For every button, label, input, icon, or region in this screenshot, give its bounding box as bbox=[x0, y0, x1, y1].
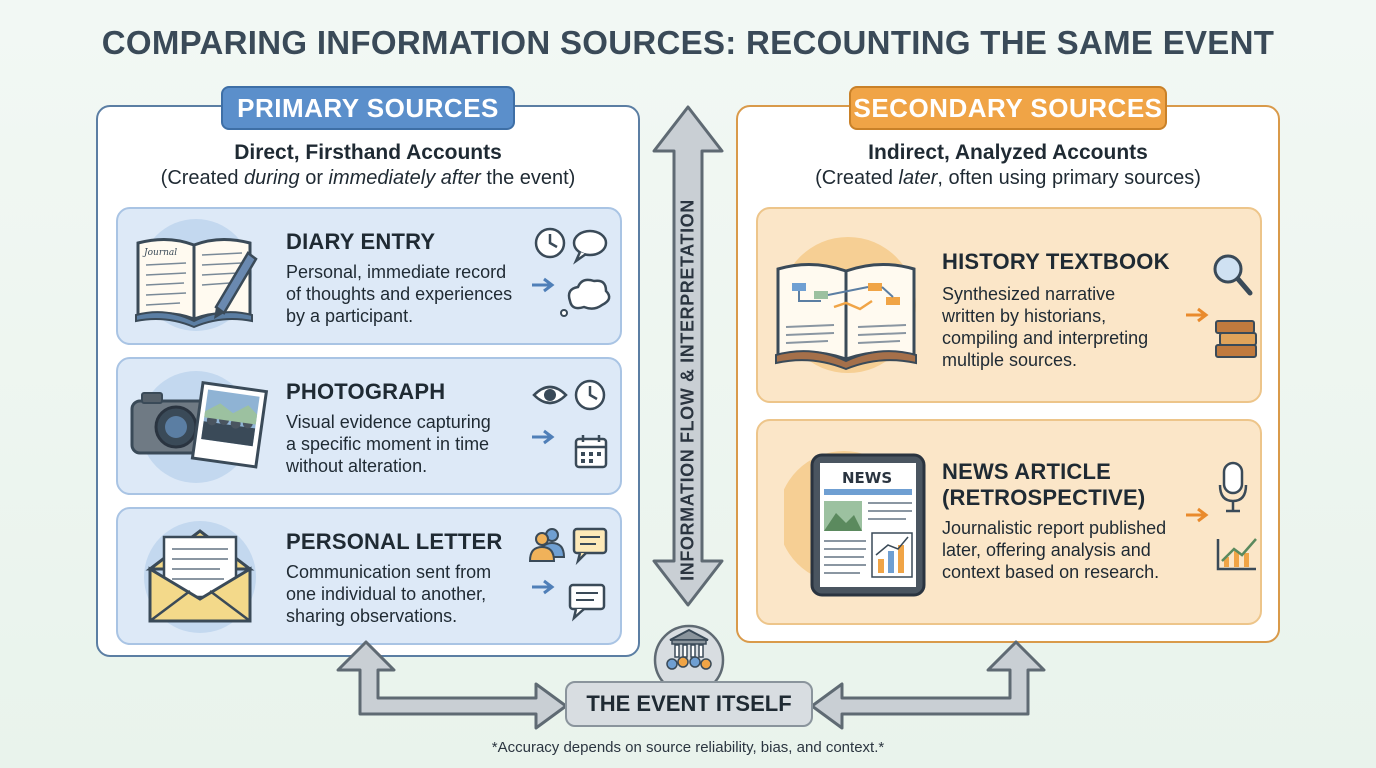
photograph-mini-icons bbox=[532, 379, 608, 469]
event-itself-box: THE EVENT ITSELF bbox=[565, 681, 813, 727]
history-textbook-card: HISTORY TEXTBOOK Synthesized narrative w… bbox=[756, 207, 1262, 403]
arrow-right-icon bbox=[532, 579, 555, 595]
clock-icon bbox=[574, 379, 606, 411]
personal-letter-description: Communication sent from one individual t… bbox=[286, 562, 492, 626]
calendar-icon bbox=[574, 435, 608, 469]
camera-photo-icon bbox=[130, 371, 269, 483]
secondary-sources-tab: SECONDARY SOURCES bbox=[849, 86, 1167, 130]
arrow-right-icon bbox=[1186, 307, 1209, 323]
diary-entry-card: Journal DIARY ENTRY Personal, immediate … bbox=[116, 207, 622, 345]
primary-sources-tab: PRIMARY SOURCES bbox=[221, 86, 515, 130]
diary-entry-description: Personal, immediate record of thoughts a… bbox=[286, 262, 513, 326]
envelope-icon bbox=[144, 521, 256, 633]
primary-heading: Direct, Firsthand Accounts bbox=[234, 141, 502, 164]
arrow-right-icon bbox=[1186, 507, 1209, 523]
footnote: *Accuracy depends on source reliability,… bbox=[491, 739, 885, 756]
page-title: COMPARING INFORMATION SOURCES: RECOUNTIN… bbox=[101, 24, 1275, 61]
letter-mini-icons bbox=[528, 527, 608, 622]
speech-bubble-icon bbox=[572, 229, 608, 265]
news-article-title: NEWS ARTICLE (RETROSPECTIVE) bbox=[942, 459, 1146, 510]
clock-icon bbox=[534, 227, 566, 259]
diary-book-icon: Journal bbox=[135, 219, 258, 331]
primary-sources-panel: Direct, Firsthand Accounts (Created duri… bbox=[96, 105, 640, 657]
diary-entry-title: DIARY ENTRY bbox=[286, 229, 436, 254]
magnifier-icon bbox=[1213, 254, 1253, 296]
chat-icon bbox=[568, 583, 606, 622]
news-article-description: Journalistic report published later, off… bbox=[942, 518, 1167, 582]
photograph-card: PHOTOGRAPH Visual evidence capturing a s… bbox=[116, 357, 622, 495]
history-textbook-title: HISTORY TEXTBOOK bbox=[942, 249, 1170, 274]
arrow-right-icon bbox=[532, 277, 555, 293]
book-stack-icon bbox=[1215, 320, 1257, 358]
photograph-title: PHOTOGRAPH bbox=[286, 379, 446, 404]
news-icon-label: NEWS bbox=[842, 469, 892, 487]
information-flow-label: INFORMATION FLOW & INTERPRETATION bbox=[677, 199, 698, 581]
secondary-sources-panel: Indirect, Analyzed Accounts (Created lat… bbox=[736, 105, 1280, 643]
arrow-right-icon bbox=[532, 429, 555, 445]
primary-subheading: (Created during or immediately after the… bbox=[160, 167, 576, 189]
photograph-description: Visual evidence capturing a specific mom… bbox=[286, 412, 491, 476]
line-chart-icon bbox=[1216, 538, 1257, 571]
news-article-card: NEWS NEWS ARTICLE (RETROSPECTIVE) Journa… bbox=[756, 419, 1262, 625]
people-icon bbox=[528, 528, 566, 562]
textbook-mini-icons bbox=[1186, 254, 1257, 358]
information-flow-arrow bbox=[652, 105, 724, 607]
diary-mini-icons bbox=[532, 227, 611, 317]
event-building-icon bbox=[653, 624, 725, 686]
secondary-subheading: (Created later, often using primary sour… bbox=[815, 167, 1201, 189]
secondary-heading: Indirect, Analyzed Accounts bbox=[868, 141, 1148, 164]
history-textbook-description: Synthesized narrative written by histori… bbox=[942, 284, 1149, 370]
personal-letter-card: PERSONAL LETTER Communication sent from … bbox=[116, 507, 622, 645]
tablet-news-icon: NEWS bbox=[784, 451, 926, 597]
news-mini-icons bbox=[1186, 461, 1257, 571]
textbook-icon bbox=[775, 237, 917, 373]
personal-letter-title: PERSONAL LETTER bbox=[286, 529, 503, 554]
message-icon bbox=[572, 527, 608, 566]
eye-icon bbox=[532, 385, 568, 405]
microphone-icon bbox=[1218, 461, 1248, 513]
thought-cloud-icon bbox=[560, 278, 611, 317]
journal-label: Journal bbox=[142, 248, 177, 258]
